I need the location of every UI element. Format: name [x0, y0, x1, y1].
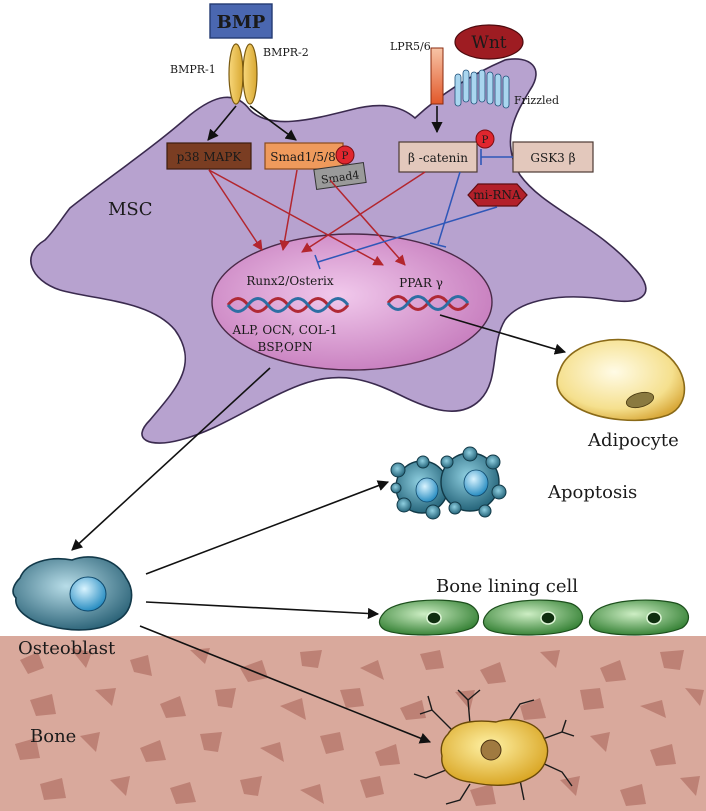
osteoblast-nucleus: [69, 576, 107, 612]
bone-lining-label: Bone lining cell: [436, 576, 578, 597]
osteoblast-label: Osteoblast: [18, 638, 116, 659]
beta-catenin-label: β -catenin: [408, 151, 468, 165]
runx2-label: Runx2/Osterix: [246, 274, 333, 288]
wnt-label: Wnt: [471, 33, 506, 53]
arrow-osteoblast-lining: [145, 601, 380, 620]
frizzled-label: Frizzled: [514, 94, 559, 107]
phospho-smad-icon: [335, 145, 355, 165]
phospho-smad-label: P: [342, 151, 349, 162]
red-activation-arrows: [208, 169, 426, 266]
bmpr1-label: BMPR-1: [170, 63, 216, 76]
arrow-osteoblast-apoptosis: [145, 480, 390, 575]
genes-line1-label: ALP, OCN, COL-1: [232, 323, 338, 337]
arrow-bmpr-smad: [249, 105, 297, 141]
adipocyte-label: Adipocyte: [587, 430, 679, 451]
lpr56-receptor: [430, 47, 444, 105]
genes-line2-label: BSP,OPN: [258, 340, 313, 354]
bmpr2-label: BMPR-2: [263, 46, 309, 59]
smad4-label: Smad4: [320, 168, 360, 186]
mirna-hexagon: [467, 183, 528, 207]
arrow-to-adipocyte: [439, 314, 567, 355]
bone-label: Bone: [30, 726, 76, 747]
msc-nucleus: [211, 233, 493, 371]
phospho-gsk-label: P: [482, 135, 489, 146]
arrow-osteoblast-osteocyte: [139, 625, 432, 744]
lpr56-label: LPR5/6: [390, 40, 431, 53]
bmp-box: [209, 3, 273, 39]
dna-helix-ppar: [386, 295, 470, 311]
dna-helix-runx2: [226, 297, 350, 313]
arrow-to-osteoblast: [71, 367, 271, 551]
p38-mapk-label: p38 MAPK: [177, 150, 243, 164]
adipocyte-cell: [556, 338, 686, 422]
arrow-bmpr-p38: [207, 105, 237, 141]
mirna-label: mi-RNA: [473, 188, 521, 202]
smad158-label: Smad1/5/8: [270, 150, 335, 164]
p38-mapk-box: [166, 142, 252, 170]
osteocyte-nucleus: [480, 739, 502, 761]
gsk3b-label: GSK3 β: [530, 151, 575, 165]
apoptotic-cells: [390, 446, 507, 520]
ppar-label: PPAR γ: [399, 276, 443, 290]
phospho-gsk-icon: [475, 129, 495, 149]
bmpr1-receptor: [228, 43, 244, 105]
bone-matrix: [0, 636, 706, 811]
apoptosis-label: Apoptosis: [547, 482, 637, 503]
blue-inhibition-lines: [314, 171, 498, 270]
wnt-ligand: [454, 24, 524, 60]
bmp-label: BMP: [217, 12, 266, 33]
msc-label: MSC: [108, 199, 153, 220]
osteocyte-processes: [413, 689, 575, 805]
smad158-box: [264, 142, 344, 170]
bmpr2-receptor: [242, 43, 258, 105]
frizzled-receptor: [454, 69, 510, 109]
adipocyte-nucleus: [625, 391, 655, 409]
smad4-box: [313, 162, 367, 190]
inhibit-gsk-bcatenin: [480, 149, 513, 165]
bone-lining-cells: [378, 599, 690, 636]
beta-catenin-box: [398, 141, 478, 173]
